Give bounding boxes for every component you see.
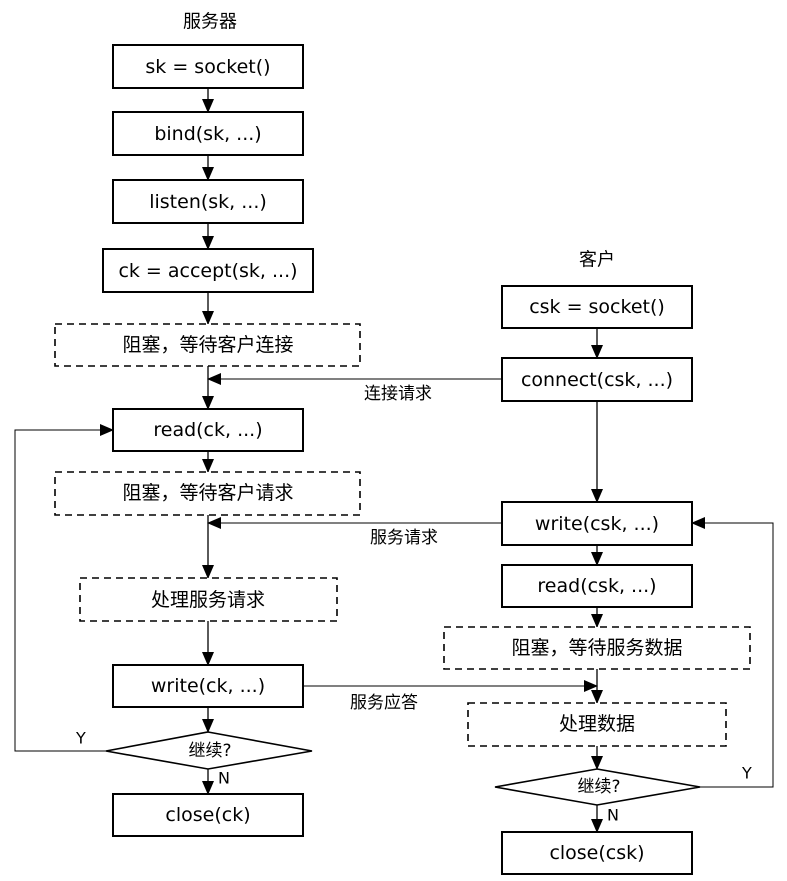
server-listen-label: listen(sk, ...) [149, 191, 267, 213]
client-write-step: write(csk, ...) [501, 501, 693, 546]
server-listen-step: listen(sk, ...) [112, 179, 304, 224]
client-socket-label: csk = socket() [529, 296, 665, 318]
server-write-step: write(ck, ...) [112, 664, 304, 708]
client-decision-label: 继续? [577, 777, 620, 797]
server-process-step: 处理服务请求 [79, 577, 338, 622]
client-connect-label: connect(csk, ...) [521, 369, 673, 391]
client-yes-label: Y [741, 764, 752, 783]
client-connect-step: connect(csk, ...) [501, 357, 693, 402]
client-no-label: N [607, 806, 619, 825]
server-block-connect-label: 阻塞，等待客户连接 [122, 334, 293, 356]
server-process-label: 处理服务请求 [151, 589, 265, 611]
server-close-label: close(ck) [165, 804, 250, 826]
service-response-label: 服务应答 [350, 693, 418, 713]
client-process-label: 处理数据 [559, 713, 635, 735]
client-block-data-step: 阻塞，等待服务数据 [443, 626, 751, 670]
connect-request-label: 连接请求 [364, 384, 432, 404]
server-loop-arrow [14, 424, 114, 752]
client-write-label: write(csk, ...) [535, 513, 659, 535]
server-decision: 继续? [105, 731, 313, 770]
client-decision: 继续? [494, 768, 701, 806]
client-block-data-label: 阻塞，等待服务数据 [511, 637, 682, 659]
server-accept-label: ck = accept(sk, ...) [118, 260, 297, 282]
client-title: 客户 [579, 250, 615, 271]
server-block-request-step: 阻塞，等待客户请求 [54, 471, 361, 516]
server-bind-step: bind(sk, ...) [112, 111, 304, 156]
server-decision-label: 继续? [188, 741, 231, 761]
server-bind-label: bind(sk, ...) [154, 123, 261, 145]
client-loop-arrow [691, 517, 774, 788]
service-request-label: 服务请求 [370, 528, 438, 548]
server-write-label: write(ck, ...) [151, 675, 265, 697]
server-close-step: close(ck) [112, 793, 304, 837]
client-socket-step: csk = socket() [501, 285, 693, 329]
client-close-label: close(csk) [549, 842, 644, 864]
client-read-label: read(csk, ...) [537, 575, 656, 597]
server-socket-label: sk = socket() [145, 56, 270, 78]
server-no-label: N [218, 769, 230, 788]
server-block-request-label: 阻塞，等待客户请求 [122, 482, 293, 504]
server-read-step: read(ck, ...) [112, 408, 304, 452]
client-read-step: read(csk, ...) [501, 564, 693, 608]
server-yes-label: Y [75, 729, 86, 748]
server-title: 服务器 [183, 12, 237, 33]
client-close-step: close(csk) [501, 831, 693, 875]
server-block-connect-step: 阻塞，等待客户连接 [54, 323, 361, 367]
server-read-label: read(ck, ...) [153, 419, 262, 441]
server-accept-step: ck = accept(sk, ...) [102, 248, 314, 293]
server-socket-step: sk = socket() [112, 44, 304, 89]
client-process-step: 处理数据 [467, 702, 727, 747]
